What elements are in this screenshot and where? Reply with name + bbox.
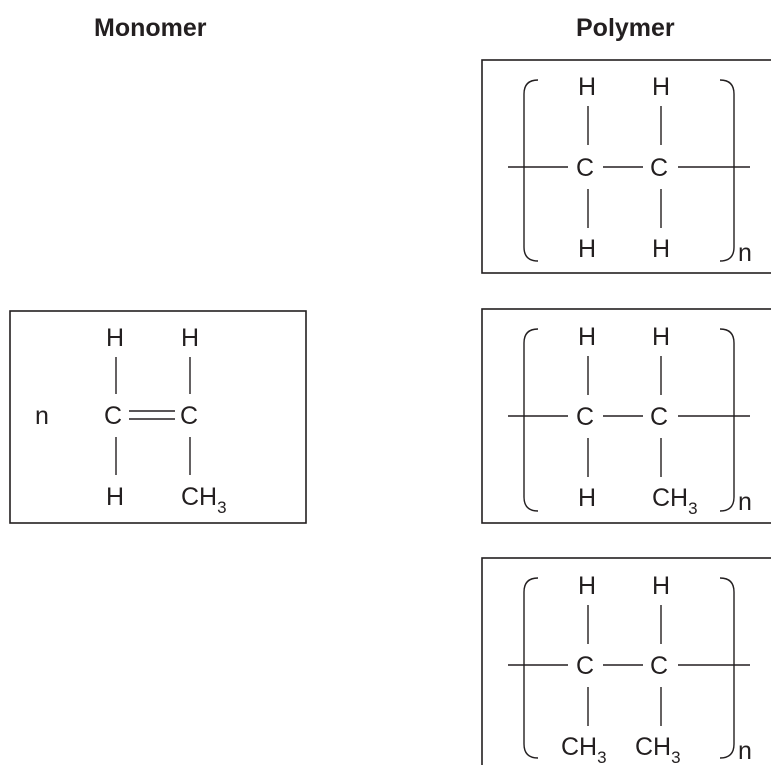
polymer-3-carbon-left: C [576, 652, 594, 680]
polymer-1-bottom-right-group: H [652, 235, 670, 263]
monomer-heading: Monomer [94, 14, 207, 42]
polymer-1-left-bracket [523, 79, 539, 262]
polymer-2-top-right-atom: H [652, 323, 670, 351]
monomer-carbon-right: C [180, 402, 198, 430]
polymer-3-top-left-atom: H [578, 572, 596, 600]
polymer-box-3 [481, 557, 771, 765]
polymer-box-2 [481, 308, 771, 524]
polymer-2-left-bracket [523, 328, 539, 512]
polymer-1-carbon-left: C [576, 154, 594, 182]
polymer-1-bottom-left-group: H [578, 235, 596, 263]
monomer-coefficient: n [35, 402, 49, 430]
polymer-structure-1: H H C C H H n [481, 59, 771, 274]
polymer-1-repeat-n: n [738, 239, 752, 267]
polymer-3-left-bracket [523, 577, 539, 759]
monomer-carbon-left: C [104, 402, 122, 430]
polymer-structure-3: H H C C CH3 CH3 n [481, 557, 771, 765]
polymer-2-repeat-n: n [738, 488, 752, 516]
polymer-2-bottom-left-group: H [578, 484, 596, 512]
polymer-3-repeat-n: n [738, 737, 752, 765]
polymer-2-carbon-left: C [576, 403, 594, 431]
polymer-3-top-right-atom: H [652, 572, 670, 600]
monomer-top-left-atom: H [106, 324, 124, 352]
polymer-1-top-right-atom: H [652, 73, 670, 101]
polymer-heading: Polymer [576, 14, 675, 42]
monomer-structure: n H H C C H CH3 [9, 310, 307, 524]
polymer-2-bottom-right-group: CH3 [652, 484, 698, 518]
polymer-1-right-bracket [719, 79, 735, 262]
polymer-3-bottom-right-group: CH3 [635, 733, 681, 765]
polymer-3-carbon-right: C [650, 652, 668, 680]
polymer-1-top-left-atom: H [578, 73, 596, 101]
polymer-box-1 [481, 59, 771, 274]
polymer-2-carbon-right: C [650, 403, 668, 431]
monomer-bottom-left-atom: H [106, 483, 124, 511]
polymer-structure-2: H H C C H CH3 n [481, 308, 771, 524]
monomer-box [9, 310, 307, 524]
monomer-bottom-right-group: CH3 [181, 483, 227, 517]
polymer-3-bottom-left-group: CH3 [561, 733, 607, 765]
polymer-1-carbon-right: C [650, 154, 668, 182]
polymer-2-right-bracket [719, 328, 735, 512]
polymer-3-right-bracket [719, 577, 735, 759]
polymer-2-top-left-atom: H [578, 323, 596, 351]
monomer-top-right-atom: H [181, 324, 199, 352]
